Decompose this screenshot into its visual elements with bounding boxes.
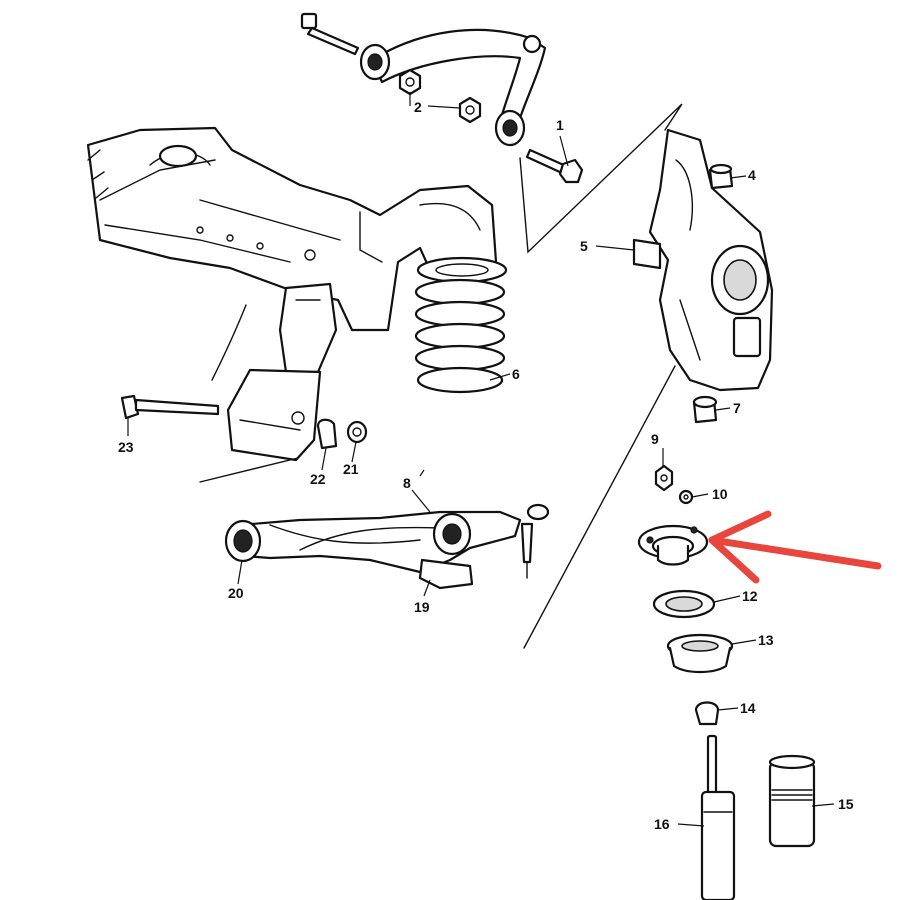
- callout-1: 1: [556, 117, 564, 133]
- nut-10: [678, 489, 694, 505]
- nut-2a: [398, 68, 422, 96]
- callout-5: 5: [580, 238, 588, 254]
- upper-arm-bolt: [300, 12, 360, 56]
- steering-knuckle: [632, 128, 774, 392]
- lower-control-arm: [224, 503, 550, 590]
- highlight-arrow: [708, 510, 882, 584]
- callout-12: 12: [742, 588, 758, 604]
- callout-13: 13: [758, 632, 774, 648]
- callout-22: 22: [310, 471, 326, 487]
- callout-23: 23: [118, 439, 134, 455]
- upper-strut-mount-11: [637, 524, 709, 566]
- callout-9: 9: [651, 431, 659, 447]
- callout-6: 6: [512, 366, 520, 382]
- callout-4: 4: [748, 167, 756, 183]
- exploded-view-guide-lines: [519, 103, 683, 649]
- callout-21: 21: [343, 461, 359, 477]
- callout-7: 7: [733, 400, 741, 416]
- nut-4: [708, 163, 734, 190]
- callout-19: 19: [414, 599, 430, 615]
- callout-15: 15: [838, 796, 854, 812]
- dust-boot-15: [768, 754, 816, 848]
- callout-labels: 1 2 4 5 6 7 8 9 10 12 13 14 15 16 19 20 …: [118, 99, 854, 832]
- nut-7: [692, 395, 718, 424]
- callout-16: 16: [654, 816, 670, 832]
- spring-seat-13: [666, 633, 734, 674]
- upper-arm-bolt-1: [525, 148, 584, 184]
- upper-control-arm: [359, 28, 547, 147]
- nut-21: [346, 420, 368, 444]
- jounce-bumper-14: [694, 701, 720, 726]
- nut-2b: [458, 96, 482, 124]
- callout-20: 20: [228, 585, 244, 601]
- cam-washer-22: [316, 418, 338, 450]
- callout-2: 2: [414, 99, 422, 115]
- nut-9: [654, 464, 674, 492]
- leader-lines: [127, 92, 835, 827]
- callout-8: 8: [403, 475, 411, 491]
- coil-spring: [414, 256, 508, 394]
- callout-10: 10: [712, 486, 728, 502]
- bolt-23: [120, 394, 220, 420]
- isolator-12: [652, 589, 716, 619]
- shock-absorber-16: [700, 734, 736, 900]
- callout-14: 14: [740, 700, 756, 716]
